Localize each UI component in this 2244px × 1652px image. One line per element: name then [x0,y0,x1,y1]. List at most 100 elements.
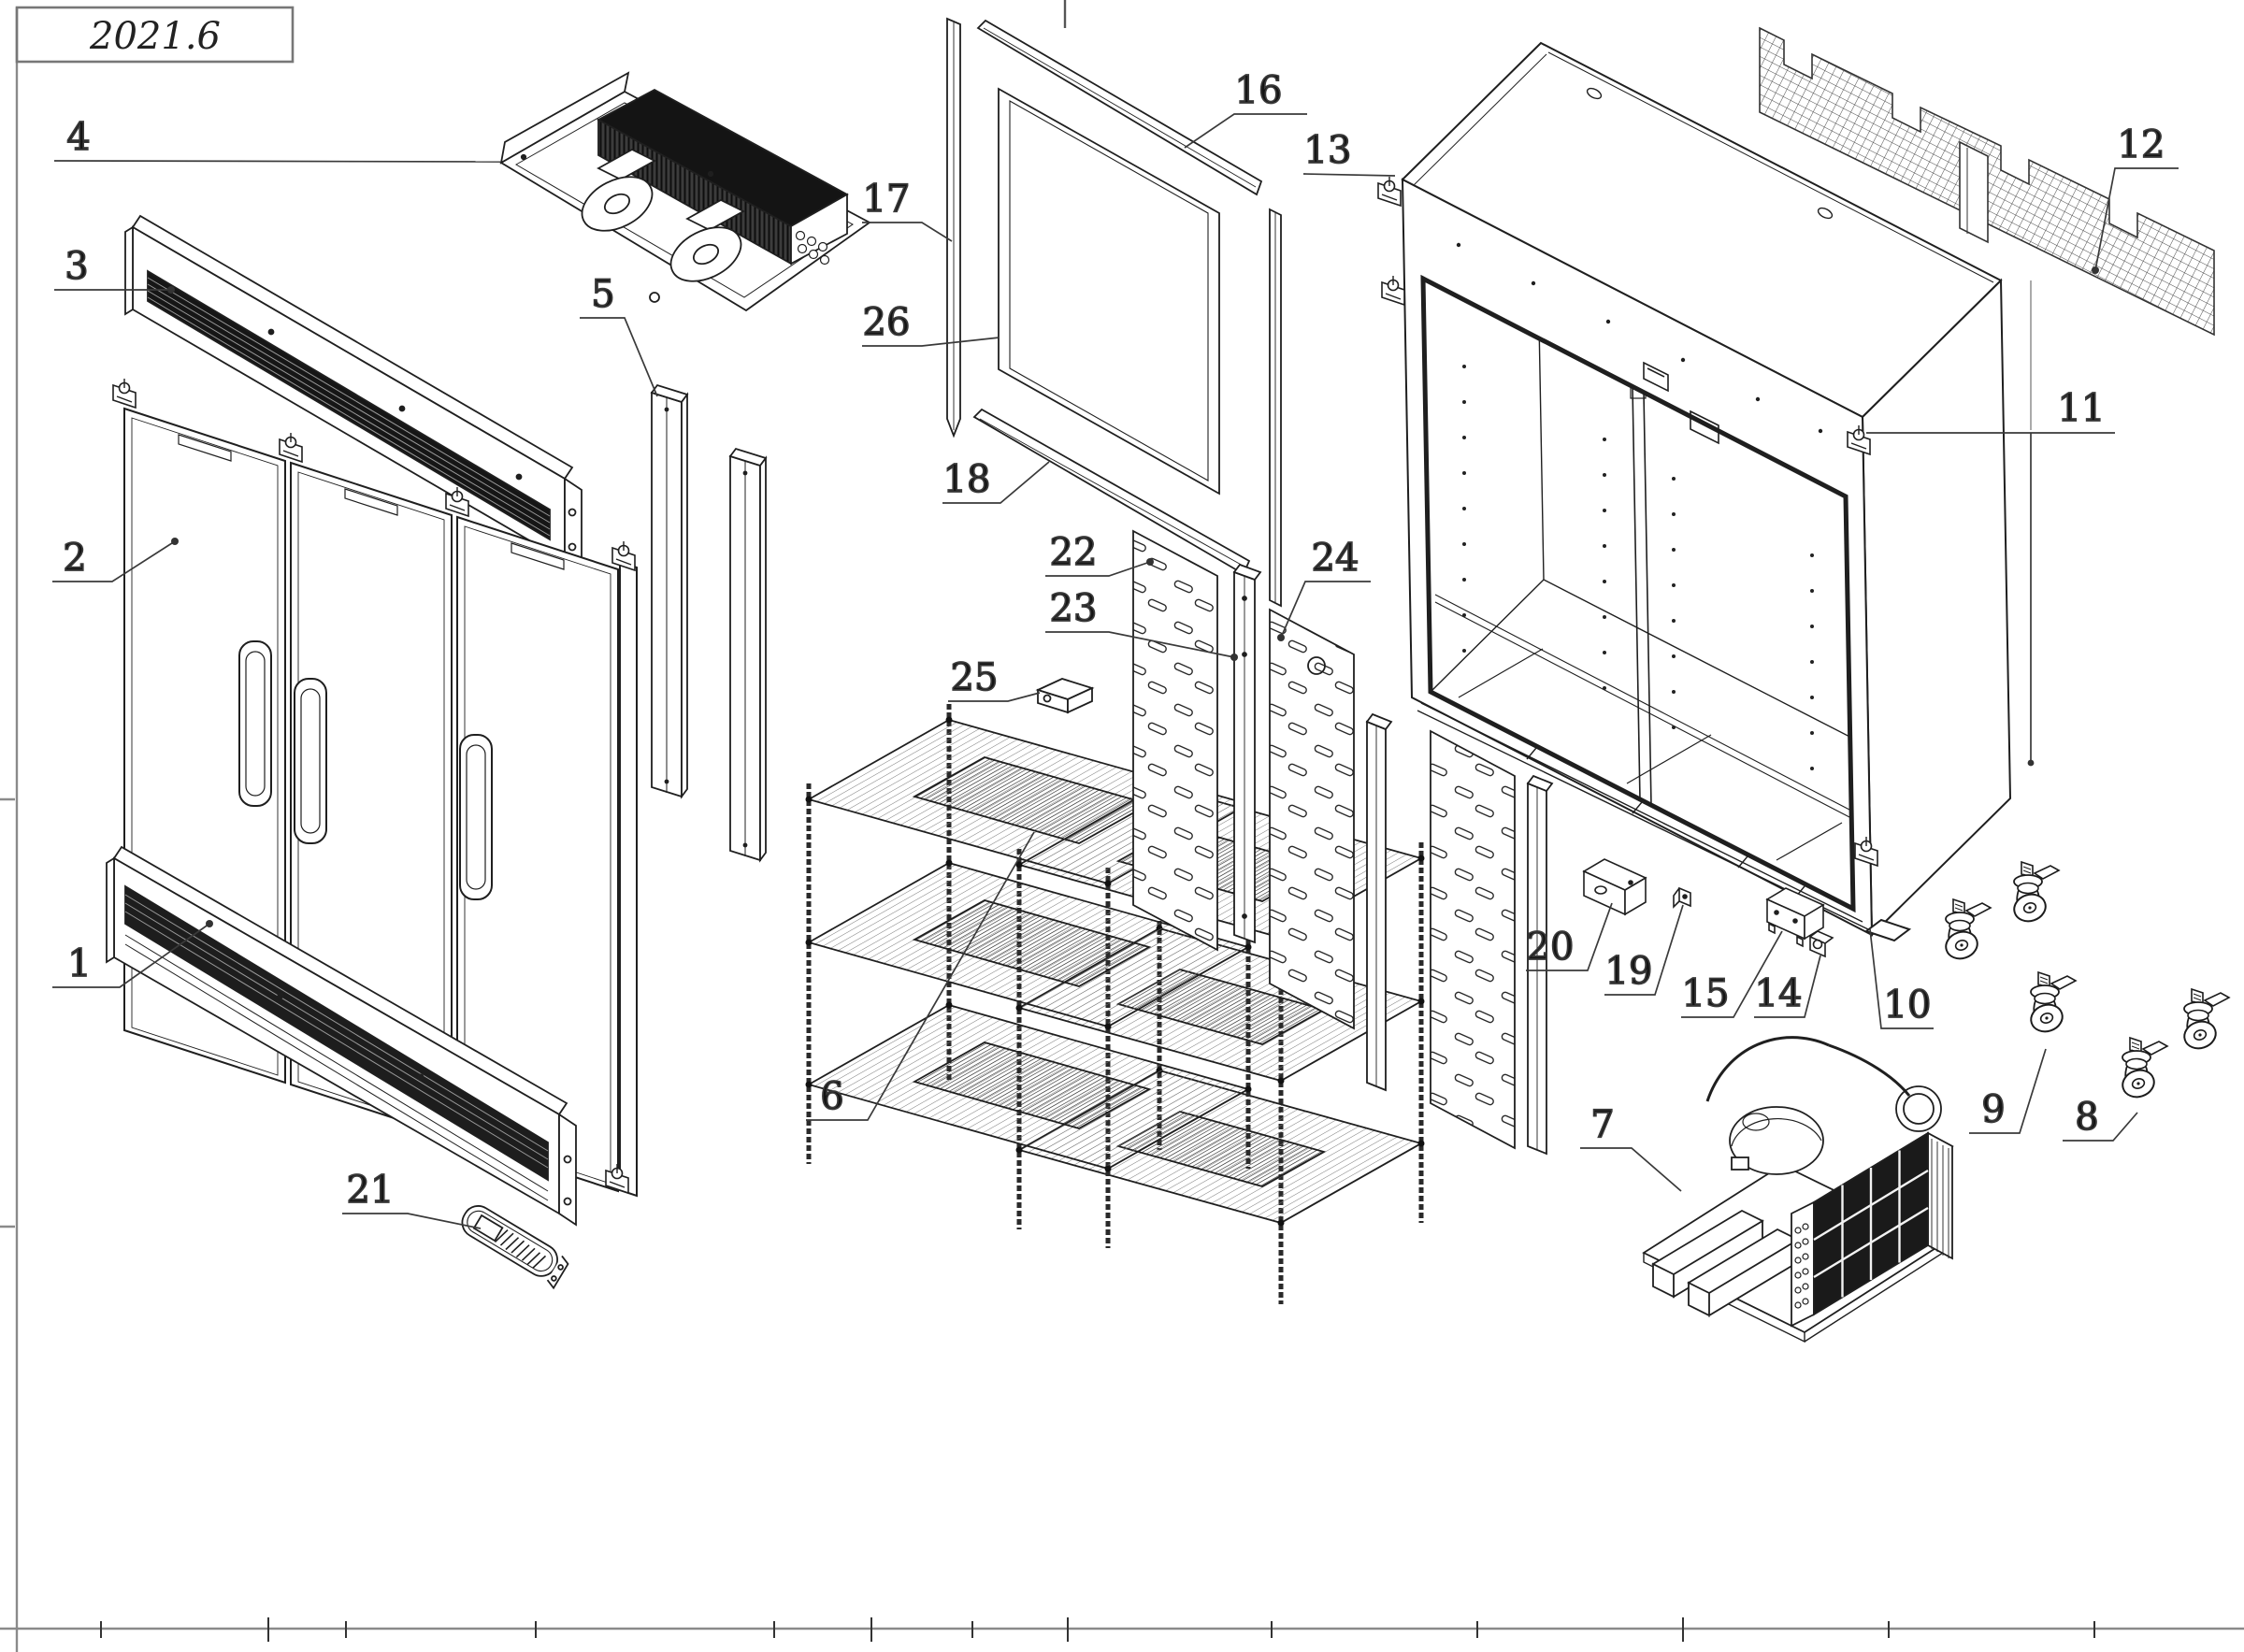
casters [1941,861,2230,1102]
part-18-bottom-trim [972,408,1251,576]
callout-label-25: 25 [951,656,999,699]
frame-bottom-ticks [100,1617,2095,1642]
callout-label-24: 24 [1312,537,1359,580]
callout-2: 2 [52,536,179,582]
cabinet-hinge-top-left [1377,176,1402,207]
part-14-bracket [1809,930,1834,958]
interior-panels [1035,529,1554,1156]
callout-5: 5 [580,272,658,397]
part-4-evaporator [499,71,871,312]
part-26-glass-panel [998,87,1220,496]
compressor [1729,1106,1824,1175]
mullion-post [651,384,688,797]
callout-19: 19 [1604,904,1684,996]
callout-23: 23 [1045,586,1238,661]
part-7-condensing-unit [1642,1036,1954,1343]
door-hinge [279,432,303,463]
cabinet-body [1377,41,2032,942]
caster-icon [1941,898,1992,964]
part-12-mesh-guard [1759,26,2215,337]
callout-label-16: 16 [1235,69,1283,112]
callout-label-2: 2 [63,537,86,580]
callout-11: 11 [1866,386,2115,767]
callout-label-1: 1 [67,942,91,985]
caster-icon [2118,1037,2168,1102]
door-vent-slot [178,434,232,462]
part-22-perforated-panel [1132,529,1218,952]
callout-20: 20 [1526,902,1613,971]
door-handle [238,640,272,807]
callout-22: 22 [1045,530,1154,577]
part-20-electrical-box [1582,858,1647,916]
callout-label-13: 13 [1304,129,1352,172]
callout-6: 6 [806,831,1035,1121]
callout-7: 7 [1580,1102,1682,1192]
callout-15: 15 [1681,930,1783,1018]
title-box: 2021.6 [15,6,295,64]
callout-label-21: 21 [347,1169,395,1212]
callout-label-12: 12 [2118,123,2165,166]
title-box-border [15,6,295,64]
revision-date: 2021.6 [89,15,221,58]
callout-14: 14 [1754,955,1821,1018]
part-24-perforated-panel [1269,608,1355,1030]
door-hinge [611,540,636,571]
callout-label-5: 5 [591,273,614,316]
callout-9: 9 [1969,1048,2047,1134]
evaporator-fan [581,148,656,232]
mesh-guard-plate [1959,140,1989,244]
callout-label-3: 3 [65,245,88,288]
callout-label-23: 23 [1050,587,1098,630]
callout-label-14: 14 [1755,972,1803,1015]
small-parts [1582,858,1834,958]
callout-24: 24 [1277,536,1371,641]
perforated-panel-right [1430,729,1516,1150]
corner-post-3 [1526,774,1554,1156]
callout-10: 10 [1869,928,1934,1029]
callout-label-9: 9 [1981,1088,2005,1131]
callout-label-4: 4 [66,116,90,159]
callout-21: 21 [342,1168,482,1229]
door-vent-slot [511,542,565,570]
cabinet-top-band-details [1456,242,1823,445]
callout-label-22: 22 [1050,531,1098,574]
callout-3: 3 [54,244,175,294]
door-handle [294,678,327,844]
part-21-vent-grille [461,1205,569,1290]
glass-panel-assembly [946,17,1282,608]
cabinet-hinge-mid-left [1381,275,1405,306]
callout-label-17: 17 [863,178,911,221]
callout-label-20: 20 [1527,926,1575,969]
callout-1: 1 [52,920,213,988]
panel-hole [1307,656,1326,675]
coil-return-bends [795,230,830,266]
callout-13: 13 [1303,128,1396,177]
callout-label-18: 18 [943,458,991,501]
callouts: 1 2 3 4 5 6 7 8 [52,68,2179,1229]
caster-icon [2026,971,2077,1037]
drain-fitting [649,292,660,303]
evaporator-fan [669,198,745,282]
callout-16: 16 [1184,68,1307,149]
door-vent-slot [344,488,398,516]
frame-centering-marks-left [0,797,15,1228]
callout-4: 4 [53,115,502,163]
callout-26: 26 [862,300,1000,347]
door-handle [459,734,493,900]
callout-label-7: 7 [1590,1103,1614,1146]
callout-8: 8 [2063,1095,2138,1142]
callout-label-6: 6 [820,1075,843,1118]
mullion-post [729,448,767,861]
door-end-rail [619,560,638,1198]
part-5-mullion-posts [651,384,767,861]
callout-25: 25 [948,655,1041,702]
caster-icon [2179,988,2230,1054]
callout-18: 18 [942,457,1050,504]
part-23-corner-post [1232,563,1262,944]
cabinet-corner-foot [1863,918,1912,942]
mounting-rails [1651,1209,1800,1317]
part-15-junction-box [1765,887,1825,948]
part-19-clip [1673,886,1691,909]
